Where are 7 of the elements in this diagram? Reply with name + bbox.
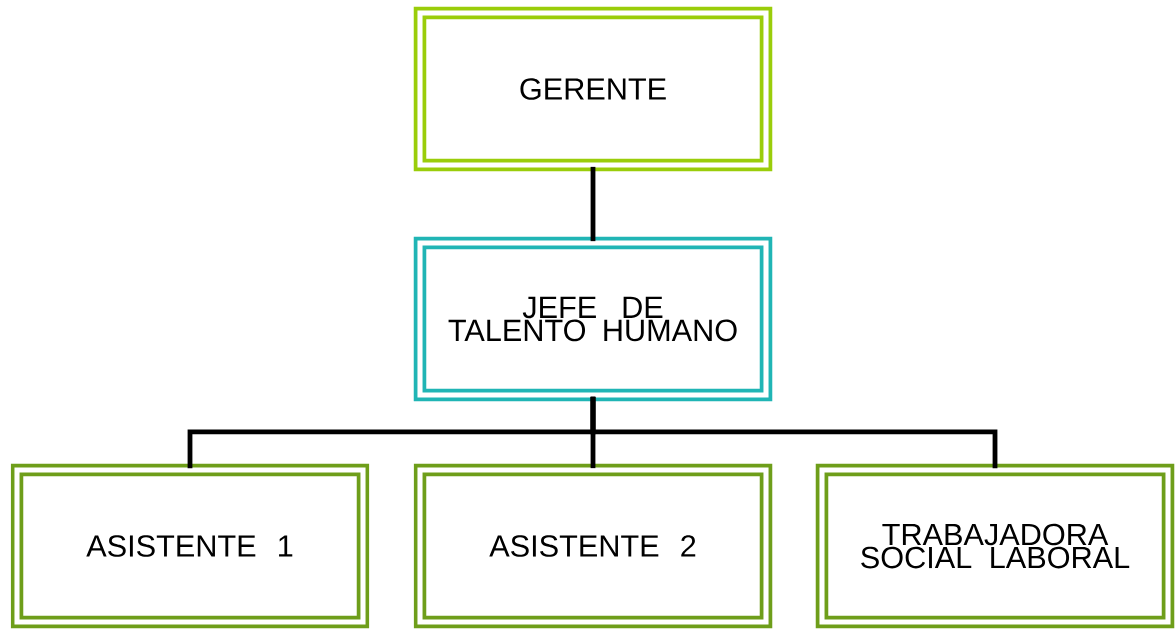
org-box: ASISTENTE 2 bbox=[413, 463, 773, 629]
connector-line bbox=[590, 166, 596, 242]
org-box: JEFE DE TALENTO HUMANO bbox=[413, 236, 773, 402]
org-box: GERENTE bbox=[413, 6, 773, 172]
connector-line bbox=[590, 396, 998, 469]
org-box: TRABAJADORA SOCIAL LABORAL bbox=[815, 463, 1175, 629]
org-box: ASISTENTE 1 bbox=[10, 463, 370, 629]
